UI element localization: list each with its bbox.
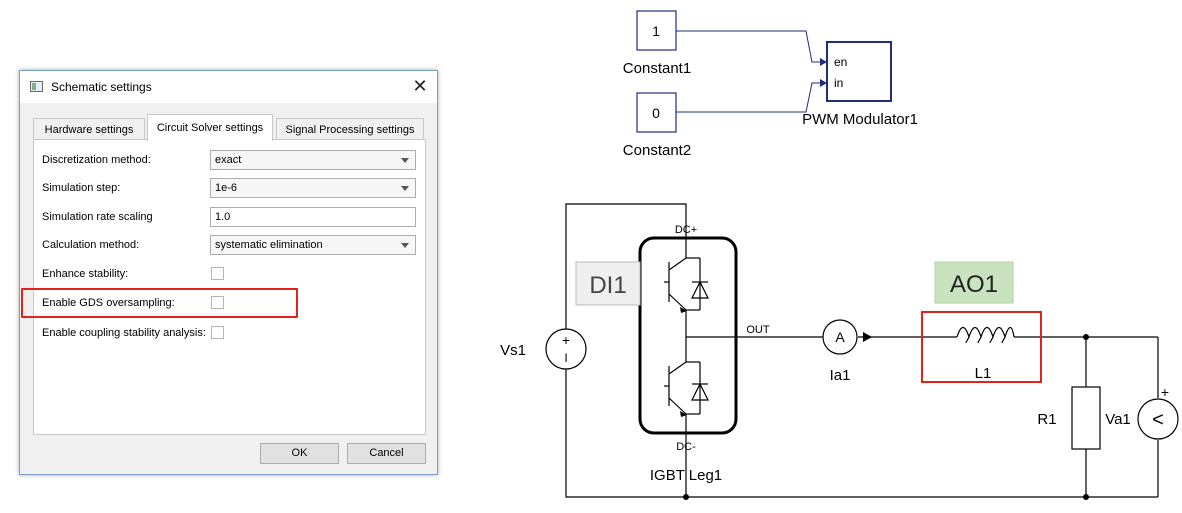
pwm-port-en: en [834,55,847,69]
va1-plus-sign: + [1161,384,1169,400]
di1-tag-text: DI1 [589,272,626,299]
signal-wires [676,30,826,113]
vs1-plus-sign: + [562,332,570,348]
junction-node [683,494,689,500]
pwm-port-in: in [834,76,843,90]
constant2-block[interactable]: 0 [636,92,677,133]
ia1-label: Ia1 [830,367,851,384]
simulation-rate-scaling-input[interactable]: 1.0 [210,207,416,227]
simulation-step-label: Simulation step: [42,182,121,194]
tab-signal-processing-settings[interactable]: Signal Processing settings [276,118,424,140]
calculation-method-label: Calculation method: [42,239,140,251]
arrow-in-icon [820,79,827,87]
coupling-stability-checkbox[interactable] [211,326,224,339]
chevron-down-icon [401,186,409,191]
simulation-rate-scaling-label: Simulation rate scaling [42,211,153,223]
chevron-down-icon [401,243,409,248]
voltmeter-symbol: < [1152,409,1164,431]
enhance-stability-label: Enhance stability: [42,268,129,280]
ia1-ammeter[interactable]: A [822,319,858,355]
pwm-modulator-label: PWM Modulator1 [802,111,918,128]
r1-resistor[interactable] [1071,386,1101,450]
power-wires [565,203,1159,498]
constant1-value: 1 [652,23,660,39]
vs1-voltage-source[interactable]: + I [545,328,587,370]
tab-circuit-solver-settings[interactable]: Circuit Solver settings [147,114,273,141]
l1-label: L1 [975,365,992,382]
igbt-symbols [664,238,738,433]
igbt-out-label: OUT [746,324,770,336]
constant1-label: Constant1 [623,60,691,77]
discretization-method-select[interactable]: exact [210,150,416,170]
chevron-down-icon [401,158,409,163]
arrow-en-icon [820,58,827,66]
va1-label: Va1 [1105,411,1131,428]
title-bar[interactable]: Schematic settings ✕ [20,71,437,103]
gds-oversampling-checkbox[interactable] [211,296,224,309]
inductor-highlight [921,311,1042,383]
igbt-leg-block[interactable] [638,236,738,435]
close-icon[interactable]: ✕ [412,76,428,96]
schematic-settings-dialog: Schematic settings ✕ Hardware settings C… [19,70,438,475]
igbt-leg-label: IGBT Leg1 [650,467,722,484]
coupling-stability-label: Enable coupling stability analysis: [42,327,206,339]
igbt-dc-minus-label: DC- [676,441,696,453]
simulation-step-select[interactable]: 1e-6 [210,178,416,198]
gds-oversampling-highlight [21,288,298,318]
current-arrow-icon [863,332,872,342]
constant1-block[interactable]: 1 [636,10,677,51]
emitter-arrow-icon [680,307,687,313]
r1-label: R1 [1037,411,1056,428]
discretization-method-label: Discretization method: [42,154,151,166]
va1-voltmeter[interactable]: < [1137,398,1179,440]
gds-oversampling-label: Enable GDS oversampling: [42,297,175,309]
constant2-value: 0 [652,105,660,121]
window-icon [30,81,43,92]
cancel-button[interactable]: Cancel [347,443,426,464]
ammeter-symbol: A [835,329,845,345]
discretization-method-value: exact [215,154,242,166]
tab-hardware-settings[interactable]: Hardware settings [33,118,145,140]
enhance-stability-checkbox[interactable] [211,267,224,280]
di1-tag[interactable]: DI1 [575,261,641,306]
ao1-tag-text: AO1 [950,271,998,298]
emitter-arrow-icon [680,411,687,417]
junction-node [1083,494,1089,500]
calculation-method-select[interactable]: systematic elimination [210,235,416,255]
vs1-minus-sign: I [564,351,567,365]
junction-node [1083,334,1089,340]
igbt-dc-plus-label: DC+ [675,224,697,236]
vs1-label: Vs1 [500,342,526,359]
constant2-label: Constant2 [623,142,691,159]
dialog-title: Schematic settings [51,80,152,94]
ao1-tag[interactable]: AO1 [934,261,1014,304]
calculation-method-value: systematic elimination [215,239,323,251]
simulation-step-value: 1e-6 [215,182,238,194]
ok-button[interactable]: OK [260,443,339,464]
l1-inductor[interactable] [956,326,1015,344]
pwm-modulator-block[interactable]: en in [826,41,892,102]
circuit-solver-panel: Discretization method: exact Simulation … [33,139,426,435]
